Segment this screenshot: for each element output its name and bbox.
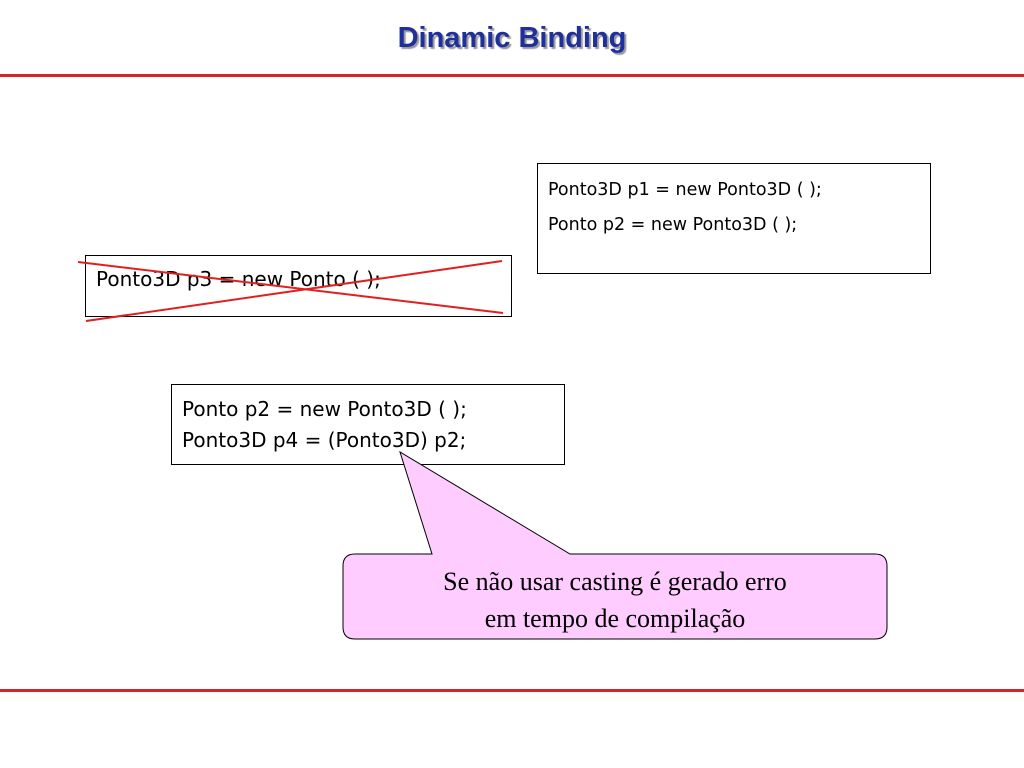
code-line: Ponto p2 = new Ponto3D ( ); (548, 215, 798, 235)
callout-text: Se não usar casting é gerado erro em tem… (343, 563, 887, 637)
top-divider (0, 74, 1024, 77)
valid-assignments-box: Ponto3D p1 = new Ponto3D ( ); Ponto p2 =… (537, 163, 931, 274)
callout-line: Se não usar casting é gerado erro (443, 567, 787, 596)
bottom-divider (0, 689, 1024, 692)
callout-line: em tempo de compilação (484, 604, 746, 633)
slide-title: Dinamic Binding (397, 22, 627, 54)
code-line: Ponto p2 = new Ponto3D ( ); (182, 397, 467, 421)
cast-example-box: Ponto p2 = new Ponto3D ( ); Ponto3D p4 =… (171, 384, 565, 465)
code-line: Ponto3D p1 = new Ponto3D ( ); (548, 180, 822, 200)
callout-shape (342, 450, 888, 640)
code-line: Ponto3D p4 = (Ponto3D) p2; (182, 428, 467, 452)
